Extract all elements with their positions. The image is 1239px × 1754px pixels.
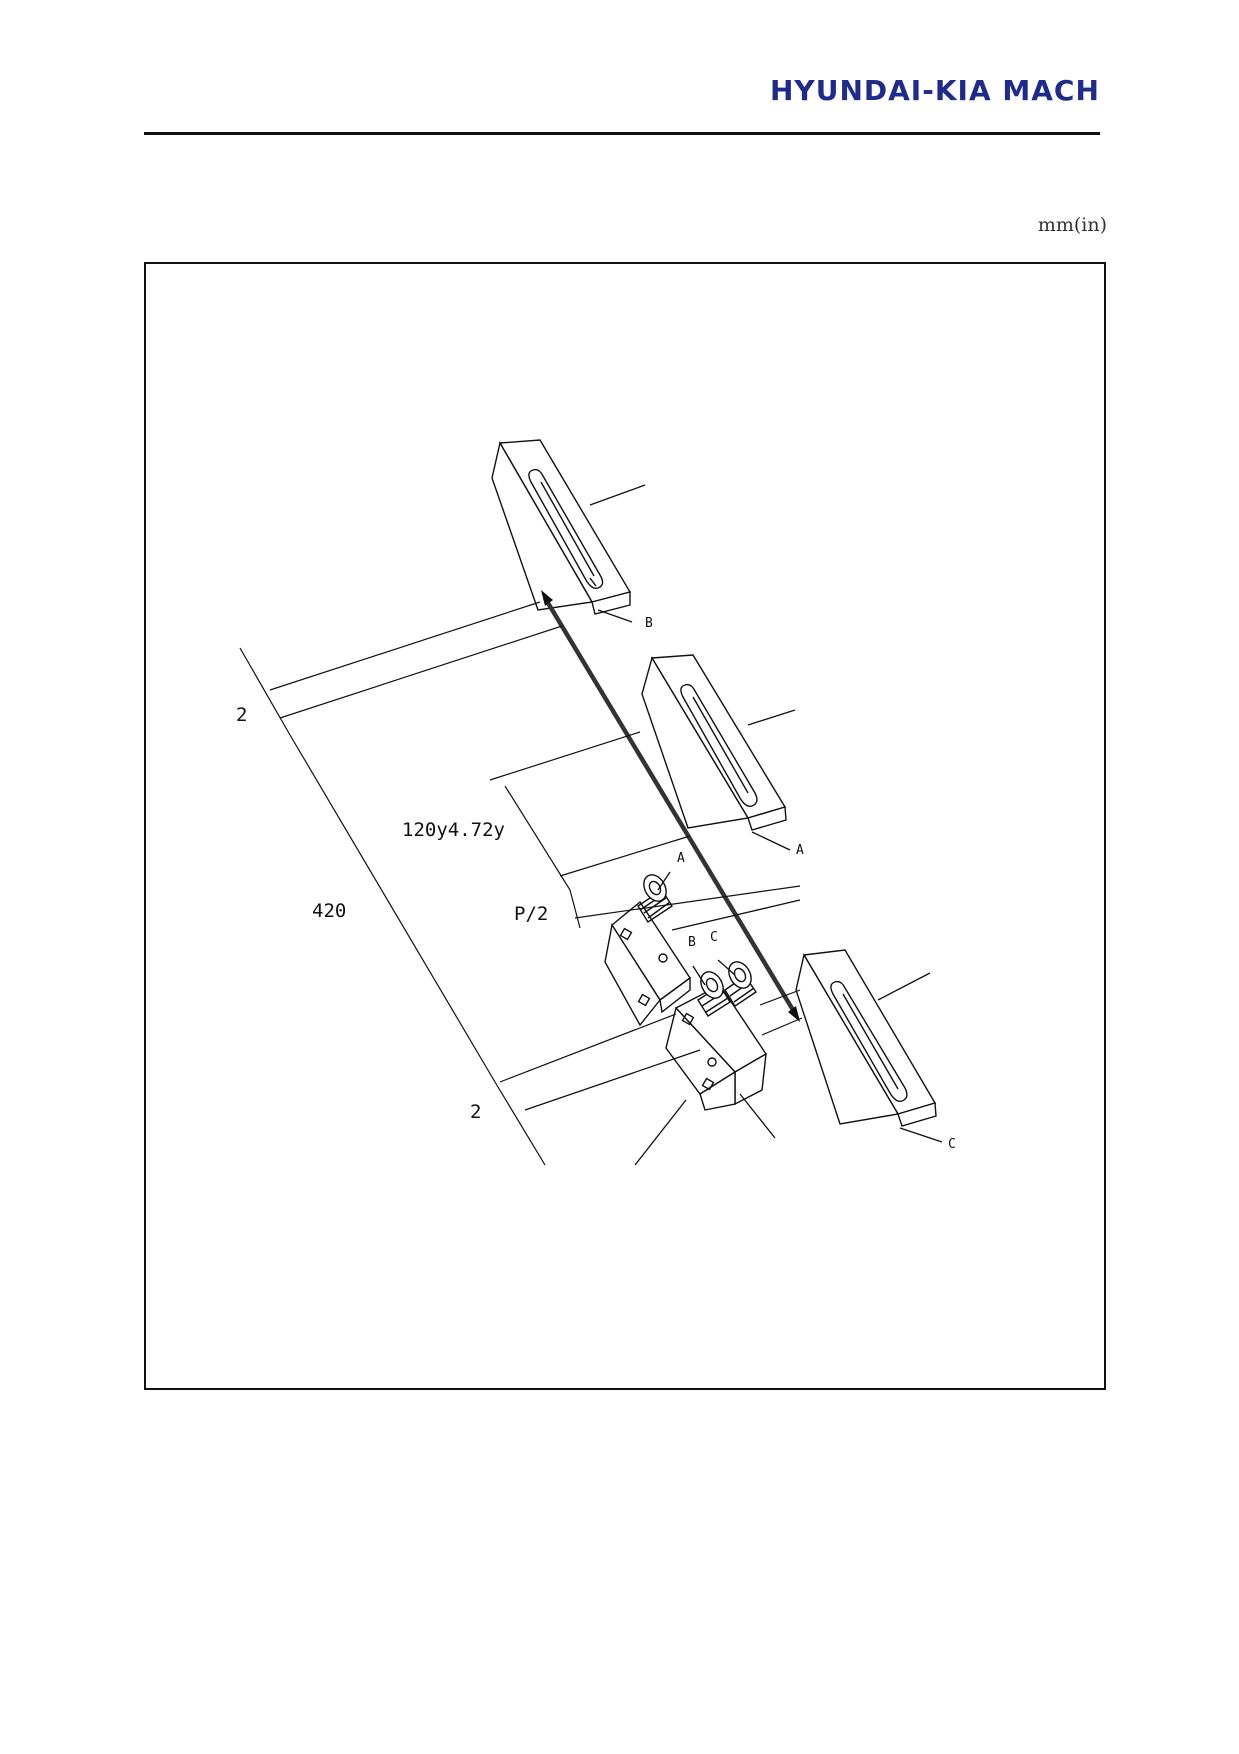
dog-b-label: B — [645, 616, 653, 631]
dimension-lines — [239, 647, 581, 1166]
units-label: mm(in) — [1037, 214, 1107, 236]
limit-switch-upper — [604, 874, 691, 1027]
dim-gap-top: 2 — [236, 704, 247, 726]
leader-lines — [589, 484, 943, 1166]
switch-c-label: C — [710, 930, 718, 945]
extension-lines — [269, 601, 803, 1111]
dim-spacing: 120y4.72y — [402, 819, 505, 841]
dim-gap-bottom: 2 — [470, 1101, 481, 1123]
dog-block-a — [641, 654, 787, 831]
dog-a-label: A — [796, 843, 804, 858]
switch-a-label: A — [677, 851, 685, 866]
switch-b-label: B — [688, 935, 696, 950]
travel-arrow — [541, 590, 800, 1022]
figure-frame — [144, 262, 1106, 1390]
brand-logo: HYUNDAI-KIA MACHINE — [770, 74, 1100, 107]
header-rule — [144, 132, 1100, 135]
dog-block-c — [795, 949, 937, 1127]
dog-block-b — [491, 439, 632, 615]
dog-c-label: C — [948, 1137, 956, 1152]
dim-total: 420 — [312, 900, 346, 922]
limit-switch-lower — [665, 961, 767, 1111]
dim-half: P/2 — [514, 903, 548, 925]
brand-logo-text: HYUNDAI-KIA MACHINE — [770, 74, 1100, 107]
